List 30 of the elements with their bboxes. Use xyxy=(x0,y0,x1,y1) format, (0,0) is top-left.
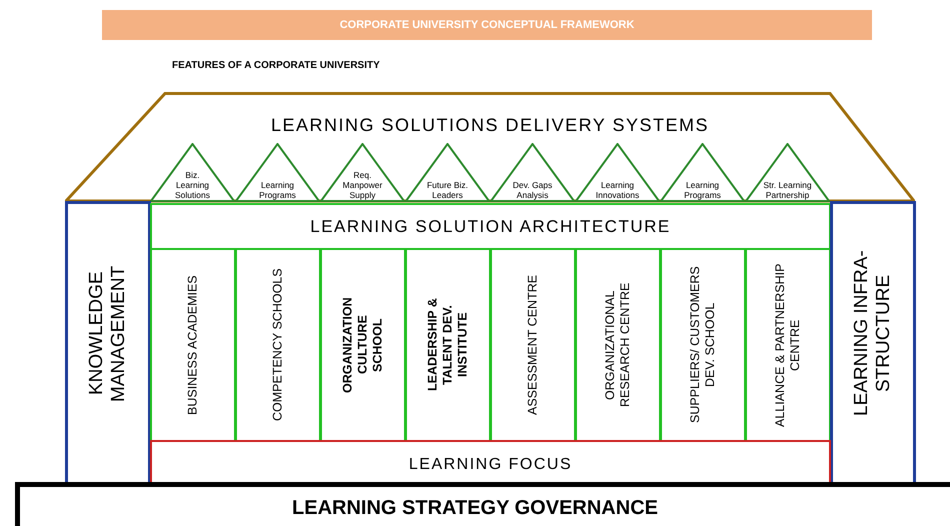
focus-panel: LEARNING FOCUS xyxy=(150,440,831,484)
roof-panel xyxy=(65,92,915,203)
column-panel: LEADERSHIP & TALENT DEV. INSTITUTE xyxy=(405,248,491,442)
column-panel: ORGANIZATION CULTURE SCHOOL xyxy=(320,248,406,442)
column-panel: ASSESSMENT CENTRE xyxy=(490,248,576,442)
triangle-panel xyxy=(490,143,575,202)
triangle-panel xyxy=(235,143,320,202)
foundation-panel: LEARNING STRATEGY GOVERNANCE xyxy=(15,482,950,526)
triangle-label: Learning Programs xyxy=(258,179,297,200)
column-panel: BUSINESS ACADEMIES xyxy=(150,248,236,442)
triangle-label: Dev. Gaps Analysis xyxy=(512,179,554,200)
triangle-label: Req. Manpower Supply xyxy=(342,169,384,200)
roof-heading: LEARNING SOLUTIONS DELIVERY SYSTEMS xyxy=(270,114,710,136)
triangle-panel xyxy=(660,143,745,202)
triangle-panel xyxy=(575,143,660,202)
triangle-panel xyxy=(320,143,405,202)
triangle-label: Learning Innovations xyxy=(594,179,640,200)
triangle-panel xyxy=(405,143,490,202)
triangle-panel xyxy=(150,143,235,202)
triangle-label: Biz. Learning Solutions xyxy=(174,169,211,200)
triangle-label: Future Biz. Leaders xyxy=(426,179,470,200)
column-panel: SUPPLIERS/ CUSTOMERS DEV. SCHOOL xyxy=(660,248,746,442)
column-panel: ALLIANCE & PARTNERSHIP CENTRE xyxy=(745,248,831,442)
subheading: FEATURES OF A CORPORATE UNIVERSITY xyxy=(172,60,380,73)
triangle-label: Str. Learning Partnership xyxy=(763,179,812,200)
column-panel: ORGANIZATIONAL RESEARCH CENTRE xyxy=(575,248,661,442)
title-banner: CORPORATE UNIVERSITY CONCEPTUAL FRAMEWORK xyxy=(102,10,872,40)
triangle-label: Learning Programs xyxy=(683,179,722,200)
triangle-panel xyxy=(745,143,830,202)
column-panel: COMPETENCY SCHOOLS xyxy=(235,248,321,442)
